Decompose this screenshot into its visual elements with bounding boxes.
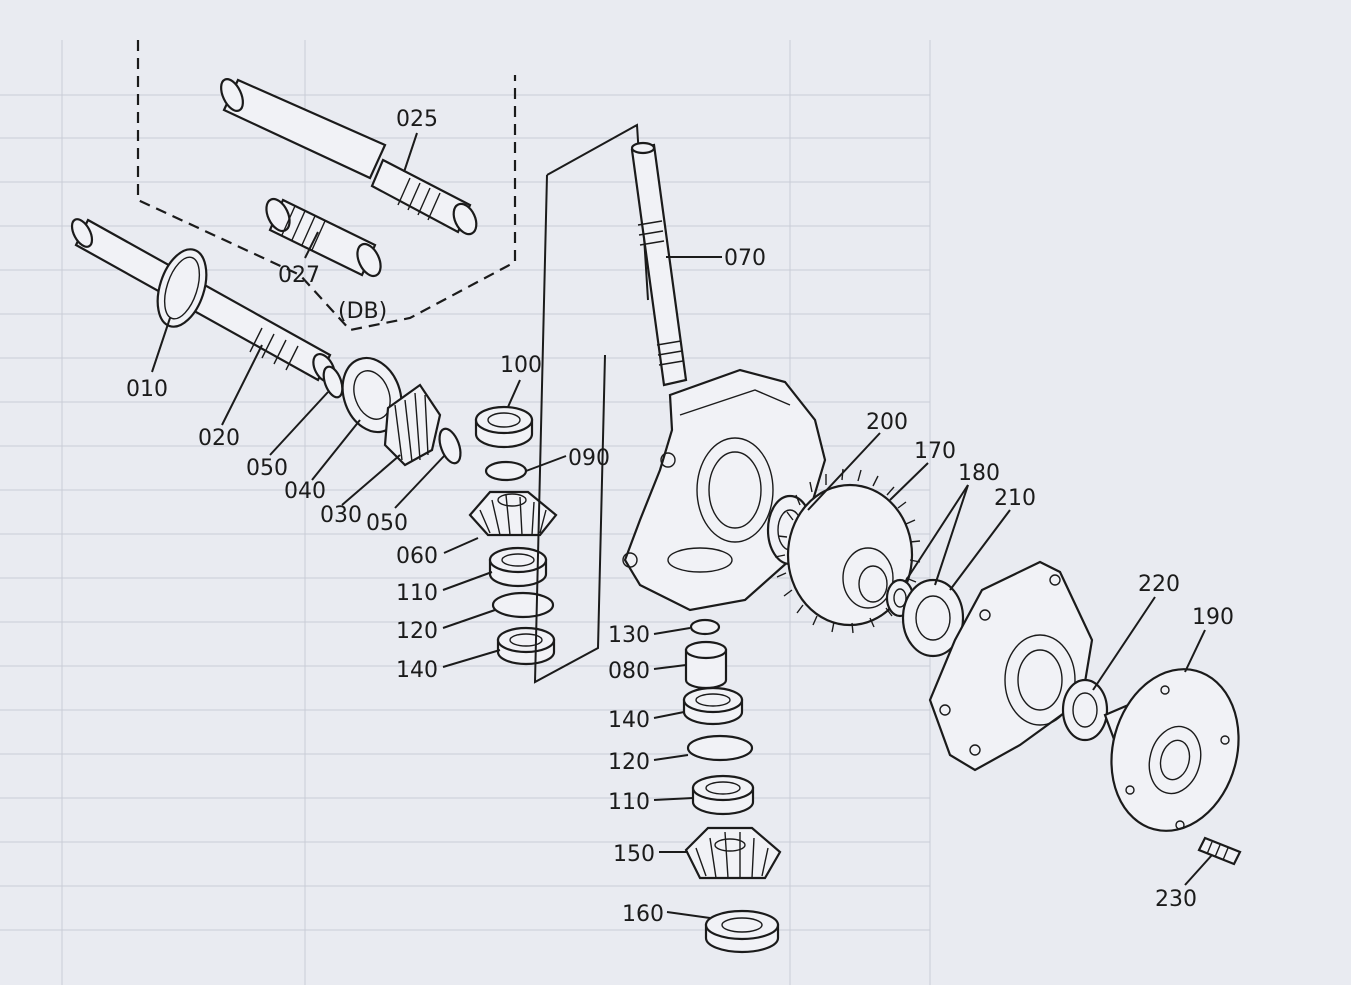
label-090: 090 xyxy=(568,446,610,471)
shaft-070 xyxy=(630,141,688,387)
label-190: 190 xyxy=(1192,605,1234,630)
label-150: 150 xyxy=(613,842,655,867)
bearing-110b xyxy=(691,774,755,816)
bearing-210 xyxy=(901,578,965,658)
bevel-gear-060 xyxy=(468,490,558,537)
label-120-right: 120 xyxy=(608,750,650,775)
coupling-027 xyxy=(265,197,382,278)
label-210: 210 xyxy=(994,486,1036,511)
label-220: 220 xyxy=(1138,572,1180,597)
label-120-left: 120 xyxy=(396,619,438,644)
group-bracket xyxy=(533,123,649,684)
label-040: 040 xyxy=(284,479,326,504)
label-100: 100 xyxy=(500,353,542,378)
label-170: 170 xyxy=(914,439,956,464)
label-030: 030 xyxy=(320,503,362,528)
cover-plate xyxy=(928,560,1094,772)
label-050-lower: 050 xyxy=(366,511,408,536)
label-060: 060 xyxy=(396,544,438,569)
snap-ring-050a xyxy=(322,365,344,399)
label-130: 130 xyxy=(608,623,650,648)
label-110-right: 110 xyxy=(608,790,650,815)
ring-010 xyxy=(156,248,208,328)
label-070: 070 xyxy=(724,246,766,271)
label-140-left: 140 xyxy=(396,658,438,683)
label-025: 025 xyxy=(396,107,438,132)
label-027: 027 xyxy=(278,263,320,288)
collar-140a xyxy=(496,626,556,666)
flange-190 xyxy=(1103,668,1240,832)
sleeve-080 xyxy=(684,640,728,690)
seal-220 xyxy=(1061,678,1109,742)
seal-120b xyxy=(686,734,754,762)
label-110-left: 110 xyxy=(396,581,438,606)
label-010: 010 xyxy=(126,377,168,402)
snap-ring-050b xyxy=(438,427,462,465)
ring-130 xyxy=(689,618,721,636)
label-200: 200 xyxy=(866,410,908,435)
label-230: 230 xyxy=(1155,887,1197,912)
leader-lines xyxy=(151,132,1213,919)
label-140-right: 140 xyxy=(608,708,650,733)
label-080: 080 xyxy=(608,659,650,684)
label-180: 180 xyxy=(958,461,1000,486)
collar-140b xyxy=(682,686,744,726)
seal-120a xyxy=(491,591,555,619)
ring-gear-170 xyxy=(774,468,921,634)
bevel-gear-030 xyxy=(383,383,442,467)
bevel-gear-150 xyxy=(684,826,782,880)
bearing-160 xyxy=(704,909,780,954)
bearing-100 xyxy=(474,405,534,449)
label-050-upper: 050 xyxy=(246,456,288,481)
background-grid xyxy=(0,40,931,985)
washer-090 xyxy=(484,460,528,482)
shaft-020 xyxy=(70,218,336,384)
label-db: (DB) xyxy=(338,299,387,324)
label-020: 020 xyxy=(198,426,240,451)
label-160: 160 xyxy=(622,902,664,927)
shaft-025 xyxy=(220,78,478,236)
bolt-230 xyxy=(1197,836,1242,866)
bearing-110a xyxy=(488,546,548,588)
